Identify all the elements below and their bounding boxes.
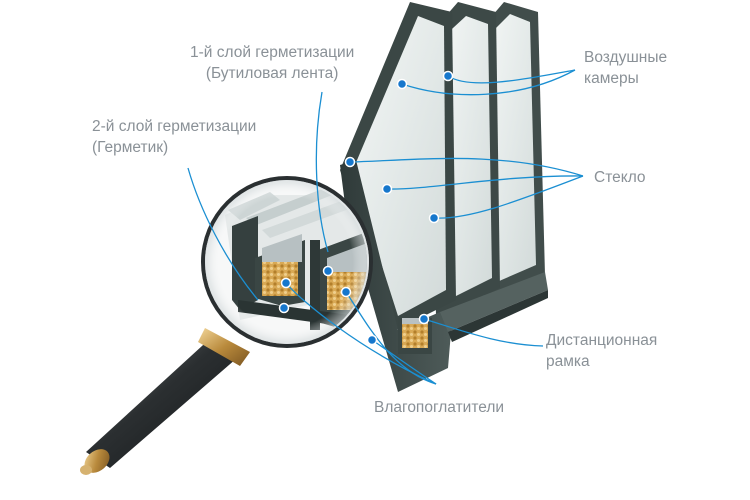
label-air-chambers-line2: камеры	[584, 70, 639, 87]
label-spacer-frame: Дистанционная рамка	[546, 330, 657, 372]
marker-seal2	[278, 302, 290, 314]
marker-glass-3	[428, 212, 440, 224]
marker-desiccant-3	[366, 334, 378, 346]
marker-air-1	[396, 78, 408, 90]
label-second-seal-title: 2-й слой герметизации	[92, 118, 257, 135]
label-second-seal-subtitle: (Герметик)	[92, 139, 169, 156]
label-spacer-line1: Дистанционная	[546, 332, 658, 349]
label-first-seal-title: 1-й слой герметизации	[190, 44, 355, 61]
bottom-sash	[440, 272, 548, 332]
spacer-frame-section	[398, 318, 432, 354]
magnifier-handle	[80, 328, 250, 475]
label-first-seal-subtitle: (Бутиловая лента)	[205, 65, 339, 82]
label-air-chambers-line1: Воздушные	[584, 49, 668, 66]
leader-glass-2	[386, 175, 584, 190]
marker-seal1	[322, 265, 334, 277]
marker-desiccant-1	[280, 277, 292, 289]
leader-glass-1	[349, 157, 584, 177]
label-glass: Стекло	[594, 169, 646, 186]
marker-glass-1	[344, 156, 356, 168]
label-first-seal-layer: 1-й слой герметизации (Бутиловая лента)	[190, 42, 354, 84]
leader-glass-3	[433, 175, 584, 219]
label-spacer-line2: рамка	[546, 353, 590, 370]
marker-dots	[278, 70, 454, 346]
label-air-chambers: Воздушные камеры	[584, 47, 667, 89]
leader-air-2	[401, 69, 576, 96]
leader-air-1	[447, 69, 576, 84]
label-second-seal-layer: 2-й слой герметизации (Герметик)	[92, 116, 256, 158]
leader-spacer	[423, 318, 544, 347]
marker-spacer	[418, 313, 430, 325]
marker-air-2	[442, 70, 454, 82]
leader-seal1	[315, 91, 329, 253]
leader-lines	[187, 69, 584, 385]
leader-seal2	[187, 167, 259, 301]
marker-desiccant-2	[340, 286, 352, 298]
label-desiccants: Влагопоглатители	[374, 399, 505, 416]
marker-glass-2	[381, 183, 393, 195]
leader-desiccant-2	[345, 291, 437, 385]
